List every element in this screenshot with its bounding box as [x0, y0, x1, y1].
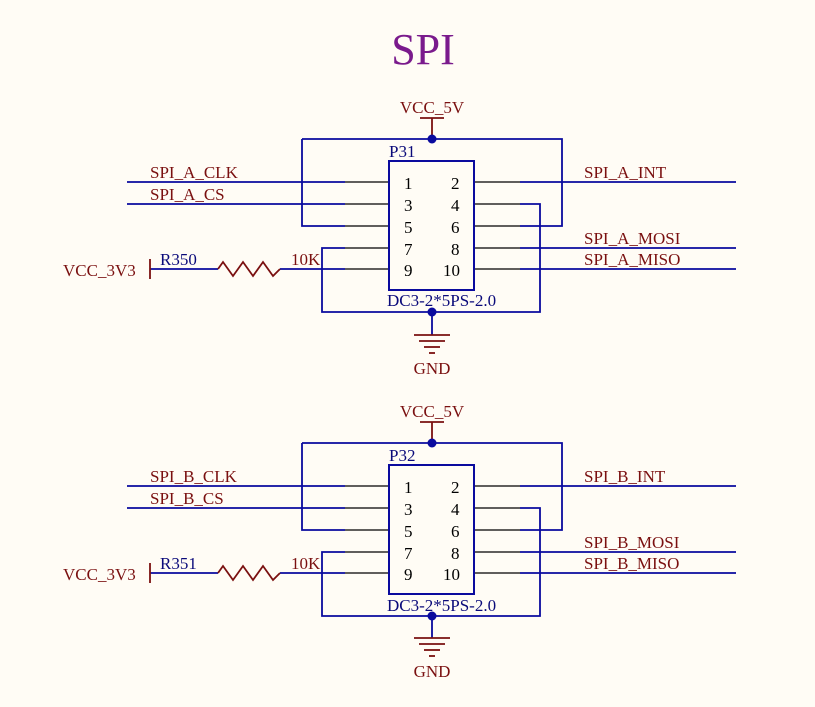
designator-b: P32	[389, 446, 415, 465]
wire-vcc-loop-left-a	[301, 139, 345, 227]
pin-number: 10	[443, 261, 460, 280]
connector-body-a	[388, 160, 475, 291]
junction-dot	[427, 134, 437, 144]
resistor-value-a: 10K	[291, 250, 321, 269]
junction-dot	[427, 307, 437, 317]
pin-number: 2	[451, 174, 460, 193]
pin-number: 2	[451, 478, 460, 497]
pin-number: 10	[443, 565, 460, 584]
pin-number: 7	[404, 240, 413, 259]
resistor-value-b: 10K	[291, 554, 321, 573]
pin-number: 3	[404, 500, 413, 519]
net-label-cs-b: SPI_B_CS	[150, 489, 224, 508]
pin-number: 5	[404, 522, 413, 541]
net-label-miso-b: SPI_B_MISO	[584, 554, 679, 573]
junction-dot	[427, 611, 437, 621]
vcc5-label-a: VCC_5V	[400, 98, 465, 117]
pin-number: 8	[451, 544, 460, 563]
resistor-r351	[217, 564, 281, 582]
pin-number: 7	[404, 544, 413, 563]
resistor-r350	[217, 260, 281, 278]
net-label-int-b: SPI_B_INT	[584, 467, 666, 486]
pin-number: 4	[451, 500, 460, 519]
pin-number: 6	[451, 218, 460, 237]
connector-block-b: VCC_5V P32 DC3-2*5PS-2.0 1 2	[63, 402, 736, 681]
gnd-symbol-b	[414, 637, 450, 657]
pin-stubs-a	[345, 181, 520, 270]
pin-number: 4	[451, 196, 460, 215]
gnd-label-a: GND	[414, 359, 451, 378]
pin-number: 8	[451, 240, 460, 259]
part-number-a: DC3-2*5PS-2.0	[387, 291, 496, 310]
part-number-b: DC3-2*5PS-2.0	[387, 596, 496, 615]
sheet-title: SPI	[391, 25, 455, 74]
net-label-clk-a: SPI_A_CLK	[150, 163, 239, 182]
gnd-label-b: GND	[414, 662, 451, 681]
connector-body-b	[388, 464, 475, 595]
net-label-clk-b: SPI_B_CLK	[150, 467, 238, 486]
pin-number: 1	[404, 478, 413, 497]
net-label-cs-a: SPI_A_CS	[150, 185, 225, 204]
pin-stubs-b	[345, 485, 520, 574]
gnd-symbol-a	[414, 334, 450, 354]
pin-number: 9	[404, 565, 413, 584]
pin-number: 9	[404, 261, 413, 280]
connector-block-a: VCC_5V P31 DC3-2*5PS-2.0	[63, 98, 736, 378]
vcc3-label-b: VCC_3V3	[63, 565, 136, 584]
vcc3-label-a: VCC_3V3	[63, 261, 136, 280]
net-label-int-a: SPI_A_INT	[584, 163, 667, 182]
junction-dot	[427, 438, 437, 448]
pin-number: 3	[404, 196, 413, 215]
net-label-miso-a: SPI_A_MISO	[584, 250, 680, 269]
net-label-mosi-a: SPI_A_MOSI	[584, 229, 681, 248]
pin-number: 5	[404, 218, 413, 237]
wire-vcc-loop-left-b	[301, 443, 345, 531]
net-label-mosi-b: SPI_B_MOSI	[584, 533, 680, 552]
vcc5-label-b: VCC_5V	[400, 402, 465, 421]
pin-number: 1	[404, 174, 413, 193]
pin-number: 6	[451, 522, 460, 541]
resistor-designator-b: R351	[160, 554, 197, 573]
resistor-designator-a: R350	[160, 250, 197, 269]
designator-a: P31	[389, 142, 415, 161]
